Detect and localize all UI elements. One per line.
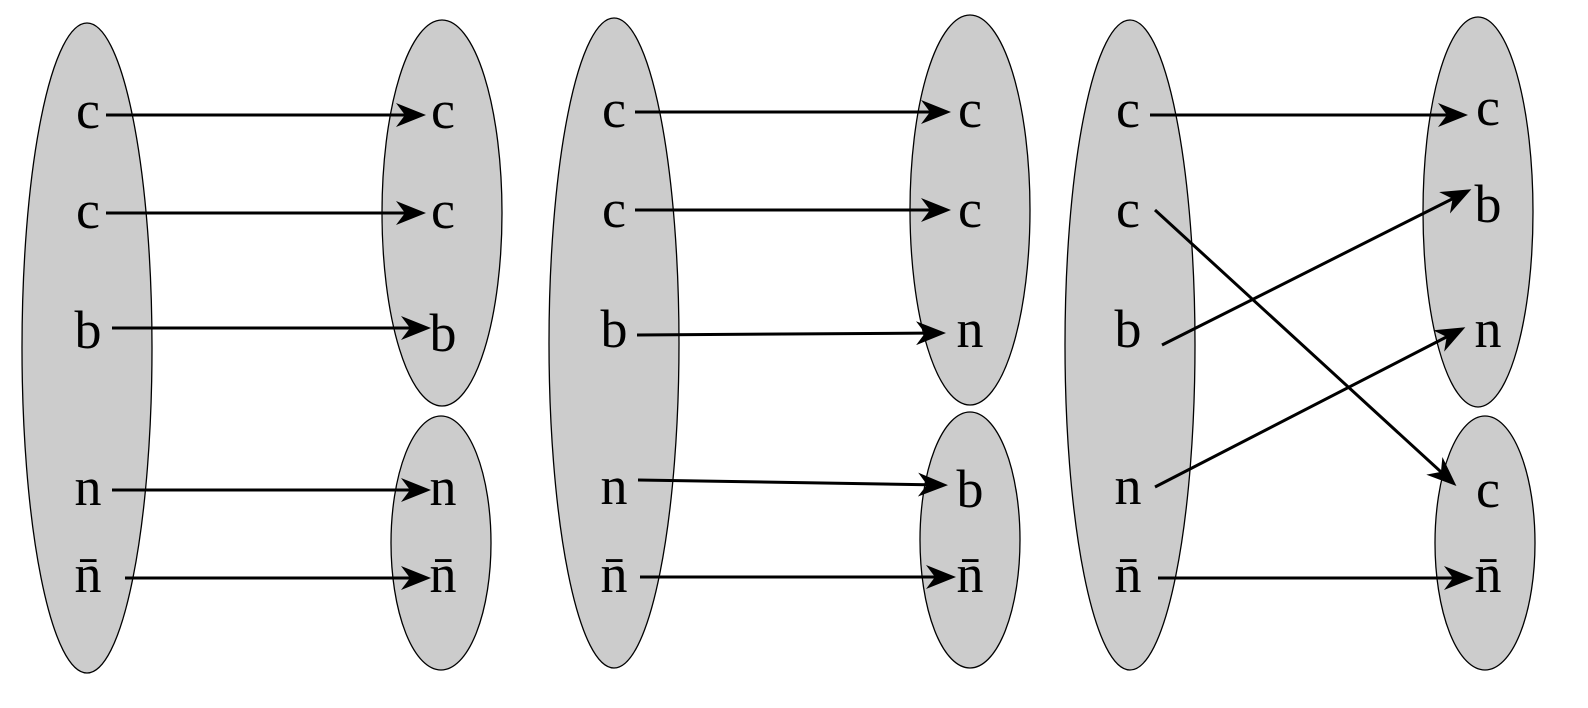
panel-3-mapping-arrow xyxy=(1153,208,1457,487)
panel-3-right-label: c xyxy=(1476,77,1500,137)
panel-1-left-label: c xyxy=(76,80,100,140)
panel-1-right-label: n̄ xyxy=(430,544,457,604)
panel-2-codomain-lower-set xyxy=(919,411,1021,669)
panel-1-left-label: n xyxy=(75,457,102,517)
panel-3-right-label: n̄ xyxy=(1475,544,1502,604)
panel-1-right-label: c xyxy=(431,80,455,140)
panel-1-left-label: b xyxy=(75,300,102,360)
panel-3-left-label: c xyxy=(1116,179,1140,239)
panel-2-right-label: n xyxy=(957,299,984,359)
panel-1-codomain-lower-set xyxy=(390,415,492,671)
panel-2-right-label: b xyxy=(957,459,984,519)
panel-3-mapping-arrow xyxy=(1161,189,1472,347)
panel-3-left-label: n xyxy=(1115,456,1142,516)
panel-2-left-label: b xyxy=(601,299,628,359)
panel-2-right-label: c xyxy=(958,179,982,239)
panel-3-left-label: n̄ xyxy=(1115,544,1142,604)
panel-3-domain-set xyxy=(1064,19,1196,671)
panel-2-left-label: c xyxy=(602,179,626,239)
panel-3-codomain-lower-set xyxy=(1434,415,1536,671)
panel-3-right-label: n xyxy=(1475,299,1502,359)
panel-1-right-label: b xyxy=(430,303,457,363)
panel-1-right-label: n xyxy=(430,457,457,517)
panel-1-left-label: n̄ xyxy=(75,544,102,604)
panel-2-left-label: n̄ xyxy=(601,544,628,604)
panel-2-left-label: c xyxy=(602,79,626,139)
panel-2-domain-set xyxy=(548,17,680,669)
panel-3-mapping-arrow xyxy=(1154,327,1466,489)
panel-2-left-label: n xyxy=(601,456,628,516)
panel-1-left-label: c xyxy=(76,180,100,240)
panel-3-right-label: c xyxy=(1476,459,1500,519)
panel-1-domain-set xyxy=(21,22,153,674)
panel-2-right-label: c xyxy=(958,79,982,139)
panel-1-right-label: c xyxy=(431,180,455,240)
panel-3-left-label: b xyxy=(1115,299,1142,359)
panel-2-right-label: n̄ xyxy=(957,544,984,604)
panel-2-mapping-arrow xyxy=(636,321,946,346)
panel-2-mapping-arrow xyxy=(637,472,948,497)
panel-3-left-label: c xyxy=(1116,79,1140,139)
panel-3-right-label: b xyxy=(1475,174,1502,234)
